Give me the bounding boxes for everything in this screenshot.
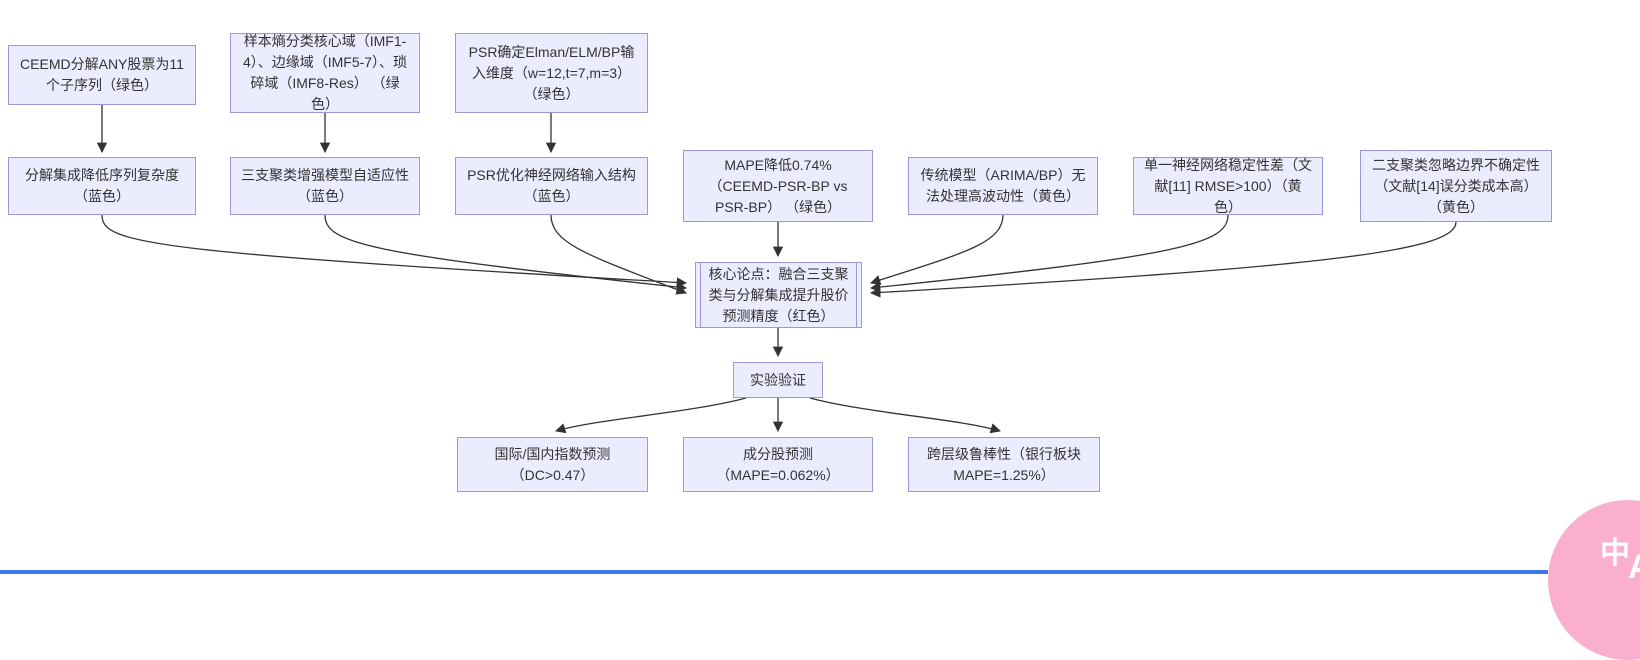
node-label: 二支聚类忽略边界不确定性（文献[14]误分类成本高）（黄色） xyxy=(1372,156,1540,215)
node-label: PSR优化神经网络输入结构（蓝色） xyxy=(467,167,636,204)
node-label: 单一神经网络稳定性差（文献[11] RMSE>100）（黄色） xyxy=(1144,156,1312,215)
node-label: 实验验证 xyxy=(750,371,806,388)
edge-experiment-to-index xyxy=(555,397,747,434)
node-index-prediction: 国际/国内指数预测（DC>0.47） xyxy=(457,437,648,492)
node-core-thesis: 核心论点：融合三支聚类与分解集成提升股价预测精度（红色） xyxy=(695,262,862,328)
node-threeway-adaptive: 三支聚类增强模型自适应性（蓝色） xyxy=(230,157,420,215)
node-constituent-prediction: 成分股预测（MAPE=0.062%） xyxy=(683,437,873,492)
bottom-blue-bar xyxy=(0,570,1548,574)
edge-psrstruct-to-core xyxy=(550,214,687,295)
node-traditional-limit: 传统模型（ARIMA/BP）无法处理高波动性（黄色） xyxy=(908,157,1098,215)
node-label: PSR确定Elman/ELM/BP输入维度（w=12,t=7,m=3） （绿色） xyxy=(468,43,635,102)
node-label: CEEMD分解ANY股票为11个子序列（绿色） xyxy=(20,56,184,93)
node-twoway-limit: 二支聚类忽略边界不确定性（文献[14]误分类成本高）（黄色） xyxy=(1360,150,1552,222)
node-label: 跨层级鲁棒性（银行板块 MAPE=1.25%） xyxy=(927,445,1081,483)
node-psr-structure: PSR优化神经网络输入结构（蓝色） xyxy=(455,157,648,215)
edge-traditional-to-core xyxy=(870,214,1004,286)
node-sample-entropy: 样本熵分类核心域（IMF1-4）、边缘域（IMF5-7）、琐碎域（IMF8-Re… xyxy=(230,33,420,113)
edge-decompose-to-core xyxy=(101,214,688,288)
node-label: 分解集成降低序列复杂度（蓝色） xyxy=(25,167,179,204)
node-label: 核心论点：融合三支聚类与分解集成提升股价预测精度（红色） xyxy=(708,265,849,324)
edge-singlenn-to-core xyxy=(869,214,1229,293)
node-label: 传统模型（ARIMA/BP）无法处理高波动性（黄色） xyxy=(920,167,1086,204)
node-mape-reduction: MAPE降低0.74%（CEEMD-PSR-BP vs PSR-BP） （绿色） xyxy=(683,150,873,222)
translate-badge-zh: 中 xyxy=(1600,537,1630,570)
node-experiment: 实验验证 xyxy=(733,362,823,398)
node-label: MAPE降低0.74%（CEEMD-PSR-BP vs PSR-BP） （绿色） xyxy=(708,156,848,215)
node-decompose-complexity: 分解集成降低序列复杂度（蓝色） xyxy=(8,157,196,215)
flowchart-canvas: CEEMD分解ANY股票为11个子序列（绿色） 样本熵分类核心域（IMF1-4）… xyxy=(0,33,1640,660)
node-robustness: 跨层级鲁棒性（银行板块 MAPE=1.25%） xyxy=(908,437,1100,492)
edge-twoway-to-core xyxy=(869,221,1457,298)
translate-extension-badge[interactable]: 中 A xyxy=(1548,500,1640,660)
translate-badge-en: A xyxy=(1628,548,1640,587)
node-ceemd-decompose: CEEMD分解ANY股票为11个子序列（绿色） xyxy=(8,45,196,105)
edge-threeway-to-core xyxy=(324,214,688,293)
node-psr-dimension: PSR确定Elman/ELM/BP输入维度（w=12,t=7,m=3） （绿色） xyxy=(455,33,648,113)
node-label: 成分股预测（MAPE=0.062%） xyxy=(716,445,840,483)
edge-experiment-to-robustness xyxy=(809,397,1001,434)
node-single-nn-unstable: 单一神经网络稳定性差（文献[11] RMSE>100）（黄色） xyxy=(1133,157,1323,215)
node-label: 国际/国内指数预测（DC>0.47） xyxy=(494,445,611,483)
node-label: 样本熵分类核心域（IMF1-4）、边缘域（IMF5-7）、琐碎域（IMF8-Re… xyxy=(242,33,408,112)
node-label: 三支聚类增强模型自适应性（蓝色） xyxy=(241,167,409,204)
